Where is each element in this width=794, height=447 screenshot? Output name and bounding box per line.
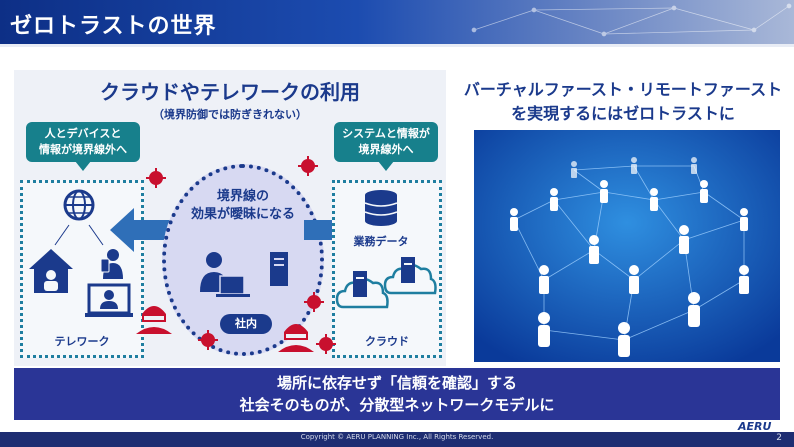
telework-box: テレワーク <box>20 180 144 358</box>
virus-spikes-icon <box>146 156 336 354</box>
conclusion-banner: 場所に依存せず「信頼を確認」する 社会そのものが、分散型ネットワークモデルに <box>14 368 780 420</box>
office-badge: 社内 <box>220 314 272 334</box>
server-icon <box>270 252 288 286</box>
office-worker-icon <box>200 252 250 297</box>
header-network-decoration <box>471 3 792 37</box>
bubble-line: 情報が境界線外へ <box>39 143 127 156</box>
person-nodes <box>510 157 749 357</box>
right-panel-title: バーチャルファースト・リモートファースト を実現するにはゼロトラストに <box>458 78 788 126</box>
bubble-people-devices: 人とデバイスと 情報が境界線外へ <box>26 122 140 171</box>
perimeter-effect-text: 境界線の 効果が曖昧になる <box>166 188 320 224</box>
business-data-label: 業務データ <box>353 234 409 248</box>
network-illustration <box>474 130 780 362</box>
cloud-server-icon <box>335 257 437 309</box>
bubble-line: 境界線外へ <box>358 143 414 156</box>
office-icons <box>200 252 288 297</box>
telework-label: テレワーク <box>54 335 110 348</box>
bubble-line: 人とデバイスと <box>44 127 122 140</box>
hacker-icon <box>136 306 172 334</box>
remote-worker-icon <box>85 283 133 317</box>
virus-icon <box>149 159 333 351</box>
slide-header: ゼロトラストの世界 <box>0 0 794 44</box>
cloud-label: クラウド <box>365 335 409 348</box>
header-divider <box>0 44 794 47</box>
perimeter-ellipse: 境界線の 効果が曖昧になる 社内 <box>162 164 324 356</box>
cloud-box: 業務データ クラウド <box>332 180 442 358</box>
banner-line-1: 場所に依存せず「信頼を確認」する <box>276 374 517 392</box>
mobile-user-icon <box>100 249 123 279</box>
company-logo: AERU <box>738 420 772 433</box>
globe-icon <box>63 189 95 221</box>
title-line: バーチャルファースト・リモートファースト <box>463 80 783 99</box>
database-icon <box>364 190 398 226</box>
telework-icons <box>29 189 133 317</box>
left-panel-subtitle: （境界防御では防ぎきれない） <box>153 108 307 121</box>
cloud-icons: 業務データ <box>335 190 437 309</box>
title-line: を実現するにはゼロトラストに <box>511 104 735 123</box>
left-panel: クラウドやテレワークの利用 （境界防御では防ぎきれない） 人とデバイスと 情報が… <box>14 70 446 366</box>
threat-overlay <box>136 156 336 354</box>
bubble-systems-info: システムと情報が 境界線外へ <box>334 122 438 171</box>
bubble-line: システムと情報が <box>342 127 430 140</box>
banner-line-2: 社会そのものが、分散型ネットワークモデルに <box>239 396 555 414</box>
home-icon <box>29 249 73 293</box>
text-line: 境界線の <box>216 189 269 204</box>
copyright-text: Copyright © AERU PLANNING Inc., All Righ… <box>300 433 494 441</box>
left-panel-title: クラウドやテレワークの利用 <box>100 80 360 104</box>
text-line: 効果が曖昧になる <box>190 207 295 222</box>
page-title: ゼロトラストの世界 <box>10 14 217 39</box>
hacker-icon <box>278 324 314 352</box>
slide-footer: Copyright © AERU PLANNING Inc., All Righ… <box>0 432 794 447</box>
outward-left-arrow <box>110 208 170 252</box>
page-number: 2 <box>776 433 782 443</box>
